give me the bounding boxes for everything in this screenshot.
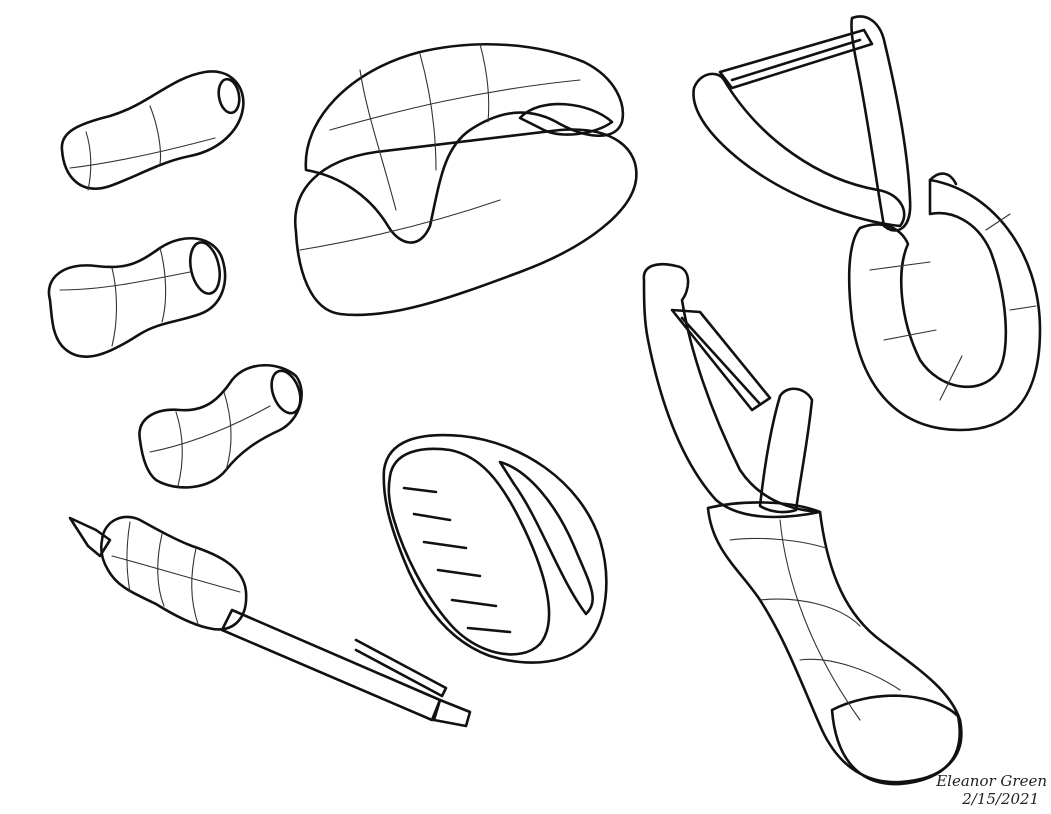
- signature-date: 2/15/2021: [962, 790, 1040, 808]
- oval-handle-grip-sketch: [293, 42, 638, 317]
- tapered-grip-sketch: [60, 70, 245, 191]
- hourglass-grip-sketch: [47, 236, 227, 358]
- artist-signature: Eleanor Green 2/15/2021: [936, 772, 1047, 808]
- twisted-grip-sketch: [138, 364, 303, 489]
- signature-name: Eleanor Green: [936, 772, 1047, 790]
- y-peeler-loop-handle-sketch: [692, 15, 1042, 432]
- y-peeler-sketch: [642, 262, 963, 786]
- soap-bar-grip-sketch: [382, 433, 608, 664]
- ergonomic-pen-sketch: [68, 515, 472, 728]
